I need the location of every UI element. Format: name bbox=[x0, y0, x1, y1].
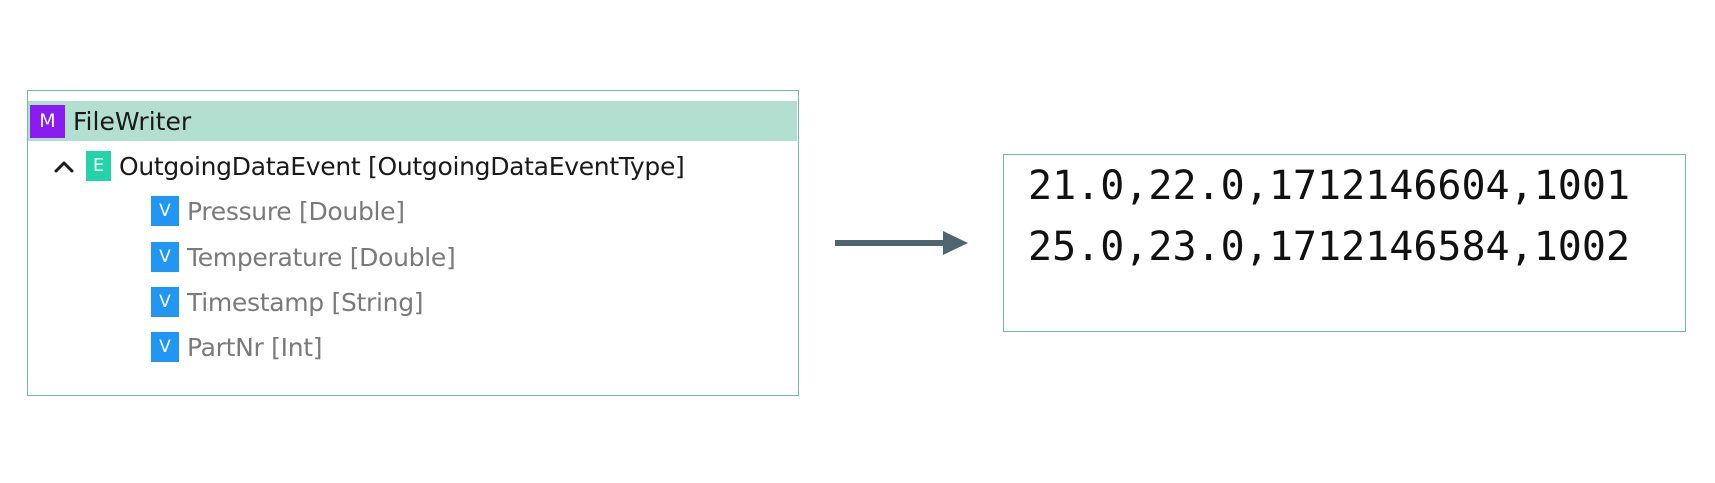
variable-label: PartNr [Int] bbox=[187, 332, 323, 362]
output-line: 25.0,23.0,1712146584,1002 bbox=[1028, 224, 1631, 270]
tree-node-event-label: OutgoingDataEvent [OutgoingDataEventType… bbox=[119, 151, 685, 181]
variable-label: Pressure [Double] bbox=[187, 196, 405, 226]
event-badge-icon: E bbox=[86, 151, 111, 181]
variable-badge-icon: V bbox=[151, 332, 179, 362]
output-line: 21.0,22.0,1712146604,1001 bbox=[1028, 163, 1631, 209]
tree-node-variable[interactable]: V Timestamp [String] bbox=[151, 282, 424, 322]
output-panel: 21.0,22.0,1712146604,1001 25.0,23.0,1712… bbox=[1003, 154, 1686, 332]
tree-node-root[interactable]: M FileWriter bbox=[28, 101, 797, 141]
module-badge-icon: M bbox=[30, 104, 65, 138]
variable-label: Timestamp [String] bbox=[187, 287, 424, 317]
tree-node-variable[interactable]: V Temperature [Double] bbox=[151, 237, 456, 277]
arrow-right-icon bbox=[835, 228, 970, 258]
tree-node-root-label: FileWriter bbox=[73, 106, 192, 136]
variable-badge-icon: V bbox=[151, 287, 179, 317]
tree-node-variable[interactable]: V Pressure [Double] bbox=[151, 191, 405, 231]
tree-panel: M FileWriter E OutgoingDataEvent [Outgoi… bbox=[27, 90, 799, 396]
variable-label: Temperature [Double] bbox=[187, 242, 456, 272]
variable-badge-icon: V bbox=[151, 196, 179, 226]
chevron-up-icon[interactable] bbox=[54, 156, 74, 176]
tree-node-event[interactable]: E OutgoingDataEvent [OutgoingDataEventTy… bbox=[54, 146, 685, 186]
tree-node-variable[interactable]: V PartNr [Int] bbox=[151, 327, 323, 367]
variable-badge-icon: V bbox=[151, 242, 179, 272]
